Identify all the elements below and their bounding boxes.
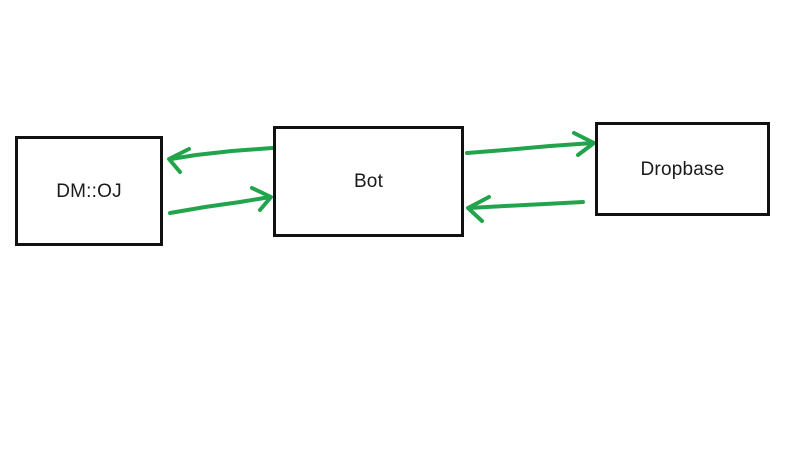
edge-bot-to-dropbase <box>465 131 596 157</box>
edge-bot-to-dmoj-line <box>169 146 274 161</box>
edge-bot-to-dmoj <box>167 146 274 174</box>
node-dmoj[interactable]: DM::OJ <box>15 136 163 246</box>
edge-dropbase-to-bot-arrowhead <box>466 195 491 223</box>
node-dropbase-label: Dropbase <box>640 158 725 180</box>
node-dmoj-label: DM::OJ <box>56 180 122 202</box>
edge-bot-to-dropbase-line <box>465 141 595 155</box>
edge-dropbase-to-bot <box>466 195 585 223</box>
edge-bot-to-dmoj-arrowhead <box>167 147 191 174</box>
node-bot-label: Bot <box>353 171 384 192</box>
node-dropbase[interactable]: Dropbase <box>595 122 770 216</box>
edge-dmoj-to-bot-line <box>168 195 272 215</box>
node-bot[interactable]: Bot <box>273 126 464 237</box>
edge-dropbase-to-bot-line <box>467 200 585 210</box>
edge-dmoj-to-bot-arrowhead <box>250 186 273 212</box>
edge-dmoj-to-bot <box>168 186 273 215</box>
edge-bot-to-dropbase-arrowhead <box>572 131 596 157</box>
